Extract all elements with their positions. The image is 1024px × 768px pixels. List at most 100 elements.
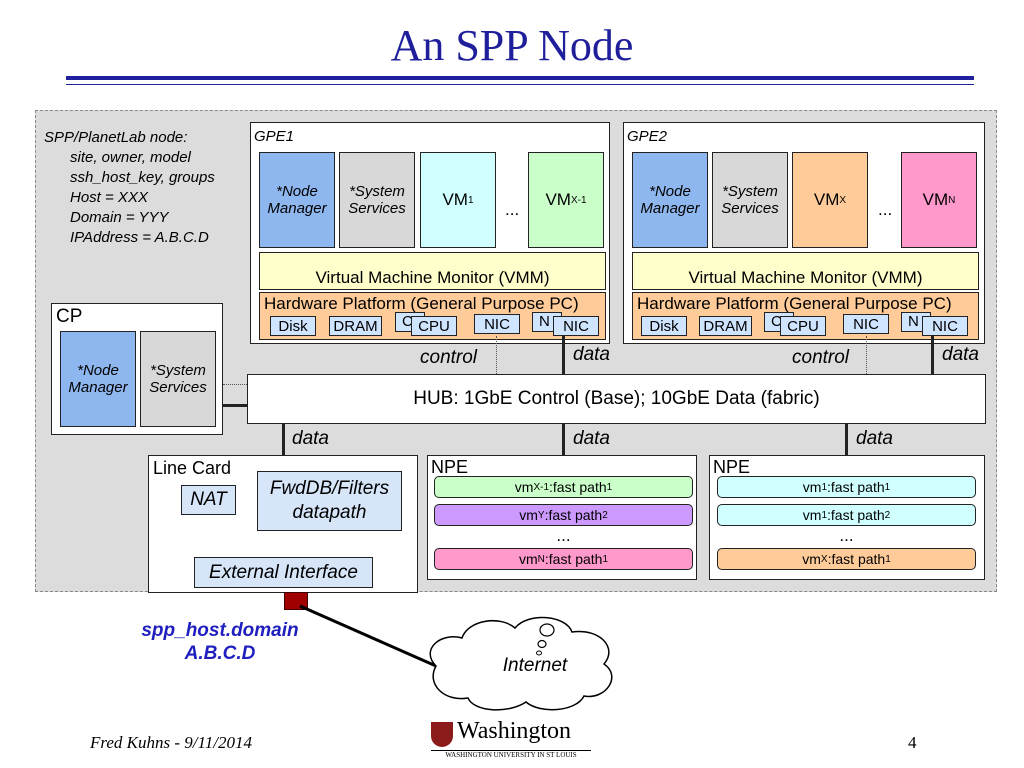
- gpe1-disk: Disk: [270, 316, 316, 336]
- cp-data-link: [223, 404, 247, 407]
- title-rule: [66, 76, 974, 80]
- gpe2-label: GPE2: [627, 128, 668, 145]
- npe-path-sub: 1: [884, 481, 891, 493]
- gpe1-control-link: [496, 336, 497, 374]
- slide-title: An SPP Node: [390, 21, 634, 70]
- internet-label: Internet: [502, 655, 568, 676]
- gpe2-hw-label: Hardware Platform (General Purpose PC): [637, 294, 952, 313]
- npe-fast-path: :fast path: [549, 479, 607, 495]
- vm-label: VM: [813, 190, 840, 209]
- npe-vm: vm: [519, 507, 538, 523]
- vm-label: VM: [922, 190, 949, 209]
- npe1-ellipsis: ...: [556, 526, 571, 545]
- gpe2-system-services-line: *System: [722, 183, 778, 200]
- title-rule-thin: [66, 84, 974, 85]
- nat-box: NAT: [181, 485, 236, 515]
- npe2-data-label: data: [856, 428, 893, 449]
- host-domain: spp_host.domain: [141, 620, 299, 641]
- npe-vm: vm: [802, 551, 821, 567]
- vm-sub: X-1: [570, 194, 587, 206]
- npe-vm: vm: [802, 479, 822, 495]
- university-shield-icon: [431, 722, 453, 747]
- gpe1-vmm: Virtual Machine Monitor (VMM): [259, 252, 606, 290]
- gpe2-ellipsis: ...: [878, 200, 893, 219]
- npe-path-sub: 2: [884, 509, 891, 521]
- gpe1-node-manager: *Node Manager: [259, 152, 335, 248]
- node-info-line: Host = XXX: [70, 189, 148, 206]
- gpe2-nic: NIC: [843, 314, 889, 334]
- gpe2-dram: DRAM: [699, 316, 752, 336]
- line-card-data-link: [282, 424, 285, 456]
- node-info: SPP/PlanetLab node: site, owner, model s…: [44, 128, 215, 248]
- cp-label: CP: [56, 306, 83, 327]
- npe2-ellipsis: ...: [839, 526, 854, 545]
- gpe1-cpu: CPU: [411, 316, 457, 336]
- npe-path-sub: 1: [602, 553, 609, 565]
- gpe1-control-label: control: [420, 347, 478, 368]
- cp-node-manager-line: Manager: [68, 379, 128, 396]
- logo-wordmark: Washington: [457, 718, 572, 744]
- npe1-data-label: data: [573, 428, 610, 449]
- gpe1-system-services-line: Services: [348, 200, 406, 217]
- npe-fast-path: :fast path: [544, 507, 603, 523]
- gpe1-dram: DRAM: [329, 316, 382, 336]
- npe-vm-sub: Y: [537, 509, 545, 521]
- internet-link: [299, 604, 437, 668]
- gpe2-control-link: [866, 336, 867, 374]
- node-info-line: ssh_host_key, groups: [70, 169, 215, 186]
- gpe2-system-services-line: Services: [721, 200, 779, 217]
- vm-sub: 1: [467, 194, 474, 206]
- gpe2-control-label: control: [792, 347, 850, 368]
- gpe2-data-link: [931, 336, 934, 374]
- cp-control-link: [223, 384, 247, 385]
- vm-sub: X: [839, 194, 847, 206]
- cp-system-services-line: Services: [149, 379, 207, 396]
- gpe1-system-services-line: *System: [349, 183, 405, 200]
- npe-path-sub: 2: [602, 509, 608, 521]
- gpe2-cpu: CPU: [780, 316, 826, 336]
- npe2-data-link: [845, 424, 848, 456]
- line-card-label: Line Card: [153, 458, 232, 478]
- gpe1-hw-label: Hardware Platform (General Purpose PC): [264, 294, 579, 313]
- host-name: spp_host.domain A.B.C.D: [120, 619, 320, 665]
- npe-vm-sub: 1: [821, 509, 828, 521]
- hub: HUB: 1GbE Control (Base); 10GbE Data (fa…: [247, 374, 986, 424]
- gpe1-nic-2: NIC: [553, 316, 599, 336]
- npe-path-sub: 1: [885, 553, 891, 565]
- gpe2-nic-2: NIC: [922, 316, 968, 336]
- footer-author: Fred Kuhns - 9/11/2014: [90, 733, 252, 752]
- thought-bubble: [539, 623, 555, 637]
- cp-system-services-line: *System: [150, 362, 206, 379]
- npe-fast-path: :fast path: [827, 507, 885, 523]
- gpe1-label: GPE1: [254, 128, 295, 145]
- gpe1-node-manager-line: *Node: [276, 183, 318, 200]
- line-card-data-label: data: [292, 428, 329, 449]
- gpe1-nic: NIC: [474, 314, 520, 334]
- npe-vm-sub: N: [537, 553, 545, 565]
- npe-vm: vm: [514, 479, 534, 495]
- internet-cloud: [429, 616, 613, 711]
- cp-node-manager: *Node Manager: [60, 331, 136, 427]
- npe-vm-sub: X-1: [533, 481, 550, 493]
- npe-vm-sub: 1: [821, 481, 828, 493]
- gpe2-node-manager-line: Manager: [640, 200, 700, 217]
- logo-subtitle: WASHINGTON UNIVERSITY IN ST LOUIS: [431, 750, 591, 759]
- node-info-line: SPP/PlanetLab node:: [44, 129, 188, 146]
- gpe2-node-manager: *Node Manager: [632, 152, 708, 248]
- npe-path-sub: 1: [606, 481, 613, 493]
- gpe2-system-services: *System Services: [712, 152, 788, 248]
- gpe1-system-services: *System Services: [339, 152, 415, 248]
- node-info-line: IPAddress = A.B.C.D: [70, 229, 209, 246]
- vm-sub: N: [948, 194, 956, 206]
- external-interface: External Interface: [194, 557, 373, 588]
- npe-vm: vm: [518, 551, 538, 567]
- npe-vm: vm: [802, 507, 822, 523]
